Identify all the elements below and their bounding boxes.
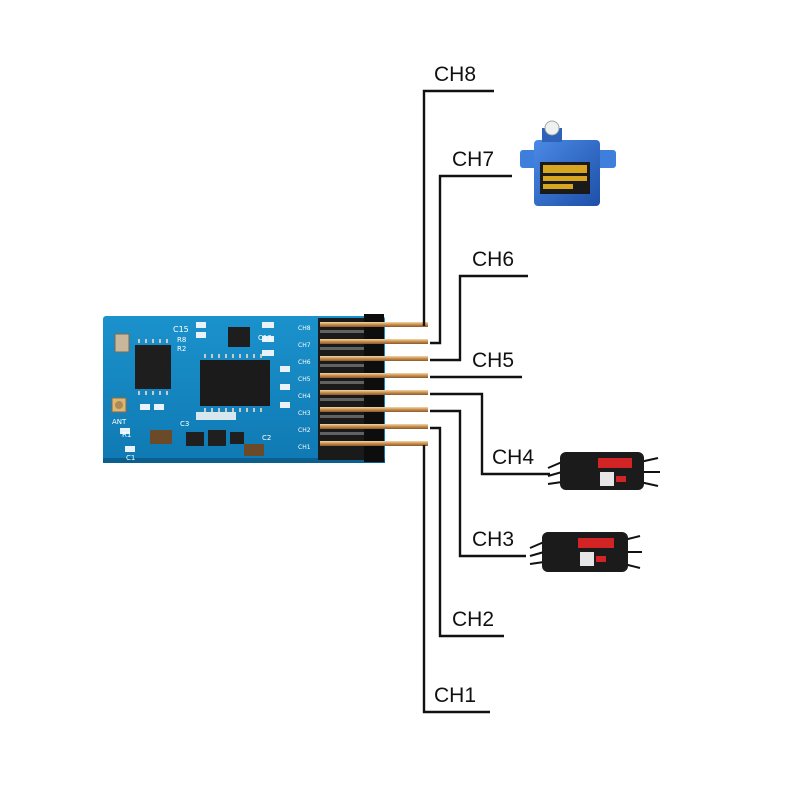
pin-silk-ch4: CH4 xyxy=(298,393,311,400)
channel-labels: CH8 CH7 CH6 CH5 CH4 CH3 CH2 CH1 xyxy=(434,63,534,707)
silk-c2: C2 xyxy=(262,434,271,442)
silk-r1: R1 xyxy=(122,431,131,439)
esc-icon-ch3 xyxy=(529,532,642,572)
smd-resistors xyxy=(120,322,290,452)
pin-silk-ch8: CH8 xyxy=(298,325,311,332)
pin-silk-ch3: CH3 xyxy=(298,410,311,417)
silk-r8: R8 xyxy=(177,336,186,344)
label-ch1: CH1 xyxy=(434,684,476,707)
leader-ch3 xyxy=(430,409,526,558)
regulator-chip xyxy=(228,327,250,347)
leader-ch1 xyxy=(422,445,490,714)
pin-silk-labels: CH8 CH7 CH6 CH5 CH4 CH3 CH2 CH1 xyxy=(298,325,311,451)
pin-silk-ch5: CH5 xyxy=(298,376,311,383)
leader-ch2 xyxy=(430,426,504,638)
pin-silk-ch2: CH2 xyxy=(298,427,311,434)
silk-c15: C15 xyxy=(173,325,189,334)
silk-r2: R2 xyxy=(177,345,186,353)
leader-ch8 xyxy=(422,89,494,326)
antenna-connector xyxy=(111,397,127,413)
crystal xyxy=(114,333,130,353)
capacitor-c3 xyxy=(150,430,172,444)
capacitor-c1 xyxy=(244,444,264,456)
silk-c3: C3 xyxy=(180,420,189,428)
receiver-board: C15 R8 R2 C13 ANT R1 C3 C2 C1 CH8 CH7 CH… xyxy=(103,314,428,463)
pin-silk-ch6: CH6 xyxy=(298,359,311,366)
label-ch8: CH8 xyxy=(434,63,476,86)
label-ch6: CH6 xyxy=(472,248,514,271)
label-ch4: CH4 xyxy=(492,446,534,469)
leader-lines xyxy=(422,89,550,714)
silk-c1: C1 xyxy=(126,454,135,462)
leader-ch4 xyxy=(430,392,550,476)
silk-ant: ANT xyxy=(112,418,127,426)
rf-chip xyxy=(135,339,171,395)
pin-silk-ch7: CH7 xyxy=(298,342,311,349)
label-ch2: CH2 xyxy=(452,608,494,631)
leader-ch7 xyxy=(430,174,512,345)
header-pins xyxy=(320,322,428,446)
pcb-edge-shadow xyxy=(103,458,385,463)
sot-parts xyxy=(186,430,244,446)
pin-header xyxy=(318,314,428,462)
servo-motor-icon xyxy=(520,120,616,206)
silk-c13: C13 xyxy=(258,334,272,342)
pin-silk-ch1: CH1 xyxy=(298,444,311,451)
mcu-chip xyxy=(200,354,270,412)
leader-ch6 xyxy=(430,274,528,362)
label-ch5: CH5 xyxy=(472,349,514,372)
label-ch7: CH7 xyxy=(452,148,494,171)
label-ch3: CH3 xyxy=(472,528,514,551)
esc-icon-ch4 xyxy=(547,452,660,490)
